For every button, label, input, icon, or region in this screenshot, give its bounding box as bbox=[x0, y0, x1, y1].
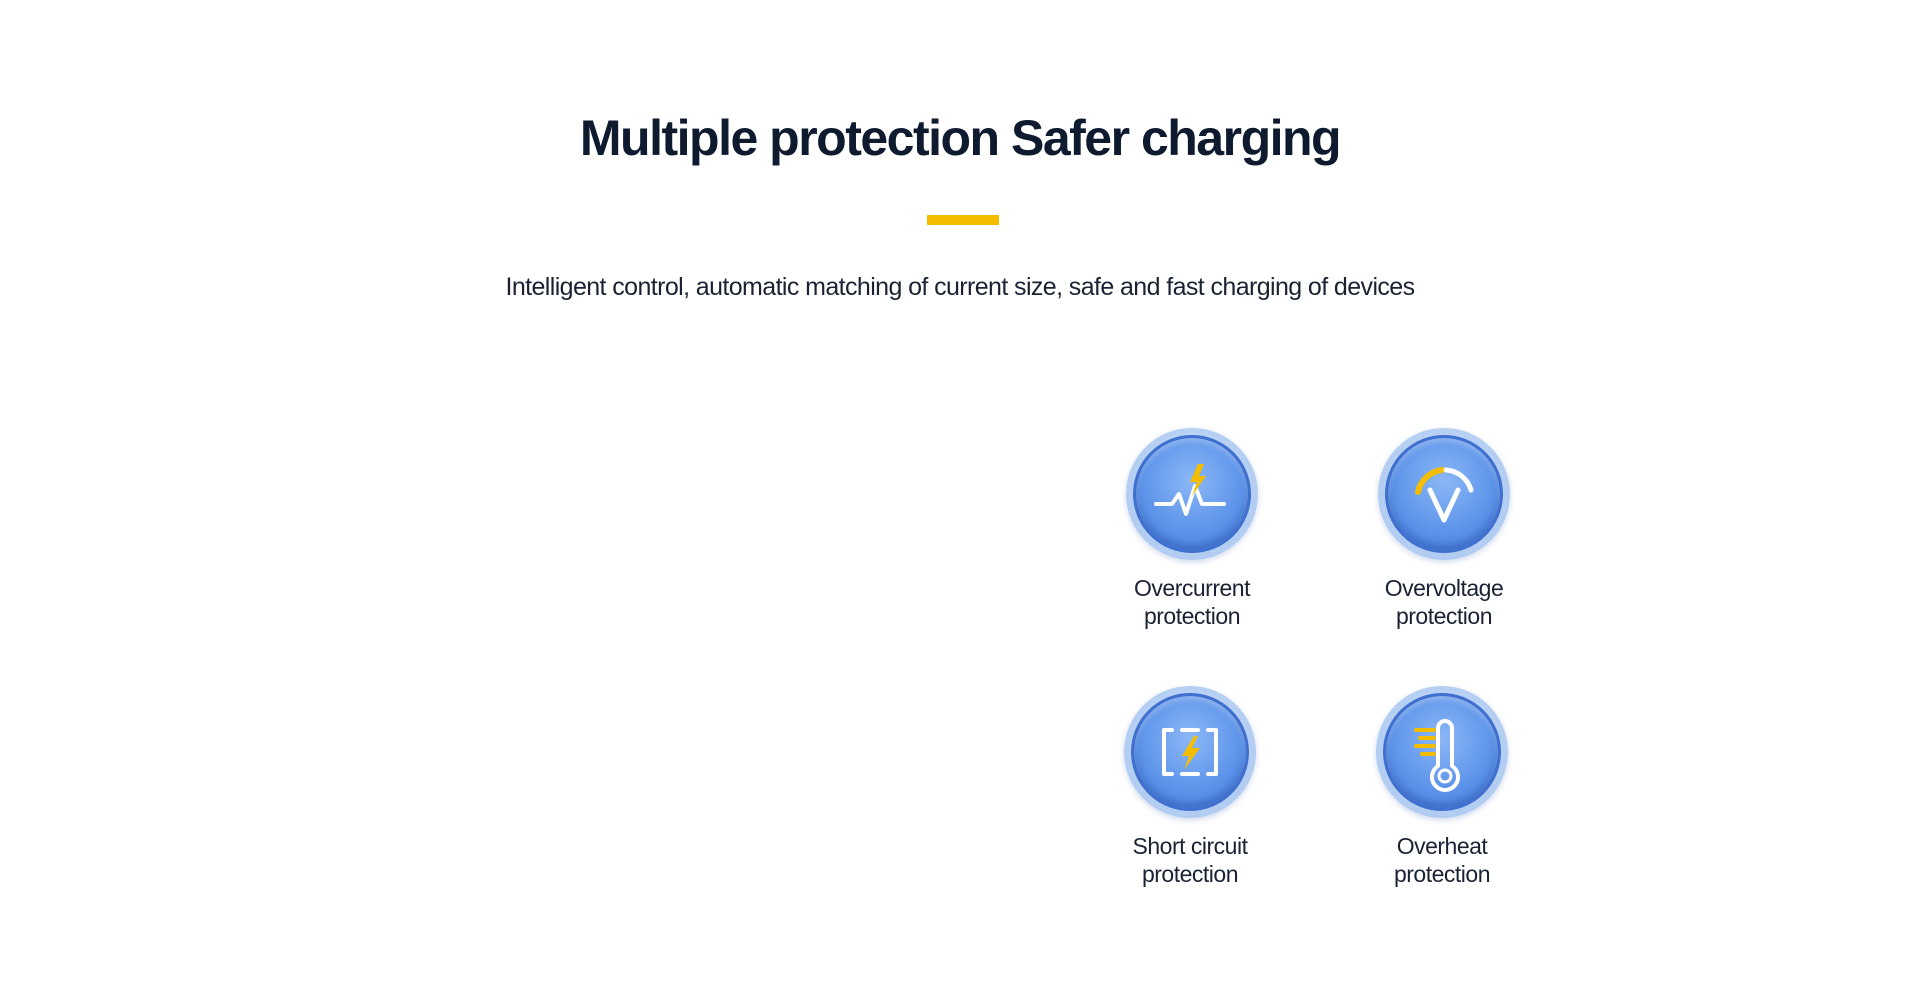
overcurrent-icon bbox=[1154, 464, 1226, 516]
thermometer-icon bbox=[1414, 719, 1460, 792]
badge bbox=[1124, 686, 1256, 818]
section-subtitle: Intelligent control, automatic matching … bbox=[505, 273, 1415, 301]
feature-overcurrent: Overcurrent protection bbox=[1082, 428, 1302, 630]
badge bbox=[1126, 428, 1258, 560]
badge bbox=[1378, 428, 1510, 560]
feature-label: Overvoltage protection bbox=[1384, 575, 1504, 629]
short-circuit-icon bbox=[1162, 728, 1218, 776]
feature-overheat: Overheat protection bbox=[1332, 686, 1552, 888]
feature-short-circuit: Short circuit protection bbox=[1080, 686, 1300, 888]
feature-label: Short circuit protection bbox=[1132, 833, 1248, 887]
feature-label: Overheat protection bbox=[1393, 833, 1491, 887]
title-divider bbox=[927, 215, 999, 225]
feature-label: Overcurrent protection bbox=[1134, 575, 1250, 629]
badge bbox=[1376, 686, 1508, 818]
feature-overvoltage: Overvoltage protection bbox=[1334, 428, 1554, 630]
section-title: Multiple protection Safer charging bbox=[579, 110, 1342, 166]
overvoltage-icon bbox=[1415, 467, 1474, 523]
